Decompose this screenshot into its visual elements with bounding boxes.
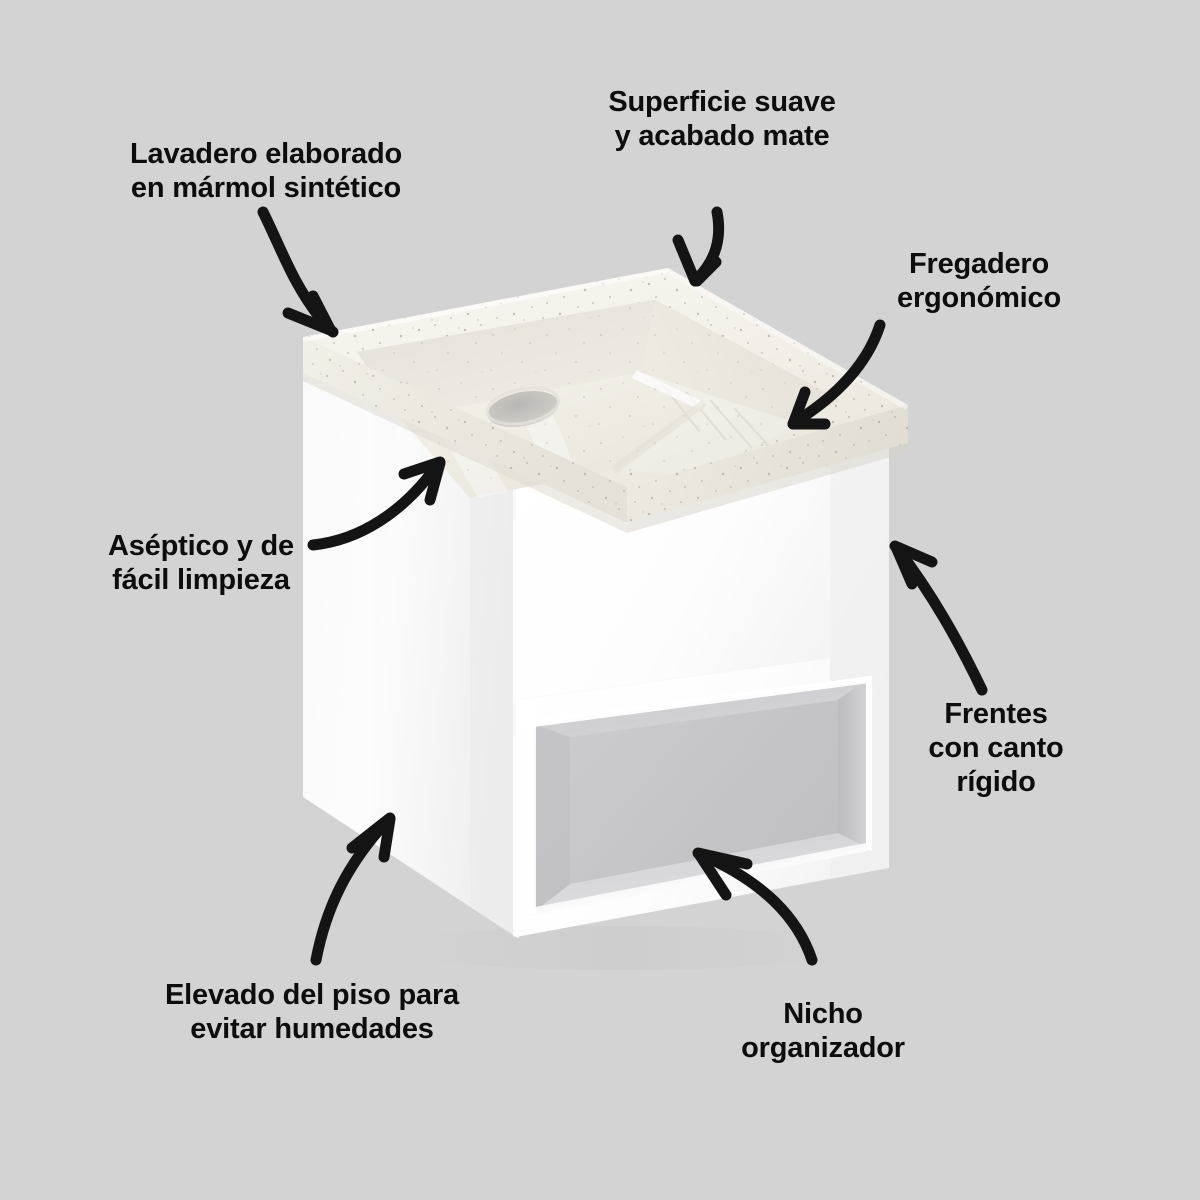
marble-basin bbox=[303, 268, 908, 533]
cabinet-left-side bbox=[303, 337, 516, 937]
callout-label-nicho: Nicho organizador bbox=[741, 998, 905, 1064]
niche-right-wall bbox=[838, 680, 866, 847]
basin-inner-front-wall bbox=[590, 400, 840, 470]
arrow-aseptico bbox=[313, 462, 440, 545]
arrow-frentes bbox=[895, 546, 982, 690]
arrow-suave bbox=[678, 212, 719, 281]
niche-floor bbox=[534, 833, 866, 912]
cabinet-right-front bbox=[516, 440, 889, 700]
niche-organizer bbox=[528, 676, 872, 916]
drain-hole bbox=[487, 390, 559, 428]
basin-inner-right-wall bbox=[640, 300, 840, 424]
arrow-elevado bbox=[316, 818, 390, 960]
niche-back-wall bbox=[534, 680, 866, 912]
basin-floor-well bbox=[400, 372, 700, 498]
callout-label-suave: Superficie suave y acabado mate bbox=[608, 86, 836, 152]
basin-rim-front-left bbox=[303, 337, 627, 523]
basin-rim-top bbox=[303, 268, 908, 487]
cabinet-right-front-lower bbox=[516, 650, 889, 937]
arrow-fregadero bbox=[793, 325, 880, 424]
basin-rim-front-right bbox=[627, 405, 908, 523]
callout-label-aseptico: Aséptico y de fácil limpieza bbox=[108, 530, 294, 596]
callout-label-marmol: Lavadero elaborado en mármol sintético bbox=[130, 138, 402, 204]
product-shadow bbox=[380, 926, 860, 970]
arrow-marmol bbox=[263, 212, 333, 332]
callout-label-fregadero: Fregadero ergonómico bbox=[897, 248, 1061, 314]
callout-label-frentes: Frentes con canto rígido bbox=[928, 698, 1064, 798]
arrow-nicho bbox=[698, 853, 812, 960]
callout-label-elevado: Elevado del piso para evitar humedades bbox=[165, 979, 459, 1045]
cabinet-body bbox=[303, 337, 889, 938]
niche-ceiling bbox=[534, 680, 866, 737]
basin-washboard bbox=[616, 372, 800, 476]
basin-inner-back-left-wall bbox=[357, 300, 655, 418]
